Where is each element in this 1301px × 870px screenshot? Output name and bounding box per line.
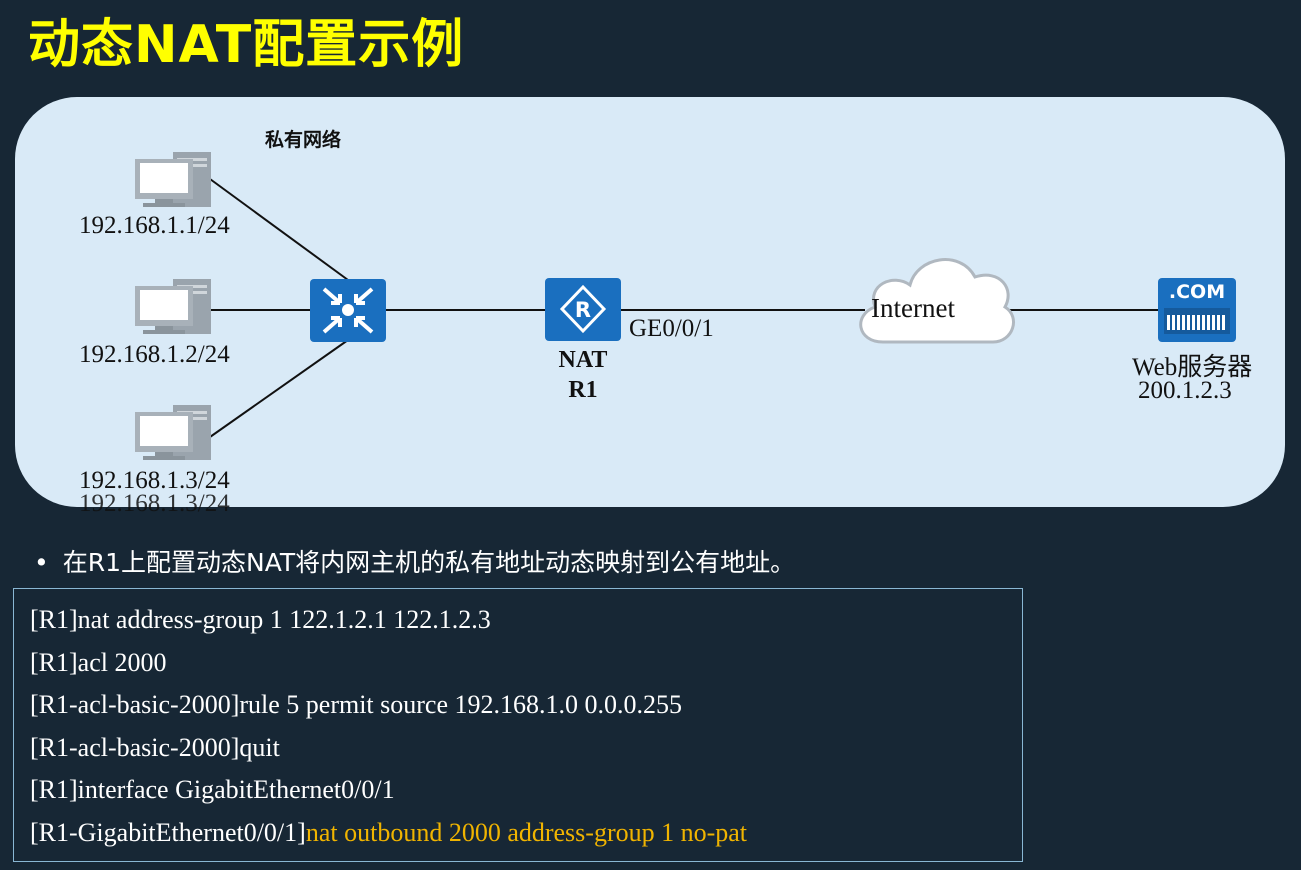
host-3-ip: 192.168.1.3/24 — [79, 467, 230, 494]
router-role-label: NAT — [558, 347, 608, 373]
svg-text:R: R — [575, 298, 591, 322]
cloud-icon — [859, 258, 1015, 344]
server-icon — [1158, 278, 1236, 342]
bullet-dot-icon: • — [34, 548, 49, 577]
cloud-label: Internet — [871, 293, 955, 323]
code-line: [R1]interface GigabitEthernet0/0/1 — [30, 775, 395, 805]
code-line: [R1-acl-basic-2000]quit — [30, 732, 280, 762]
router-name-label: R1 — [568, 377, 598, 403]
switch-icon — [310, 279, 386, 342]
link-host3-switch — [209, 339, 349, 438]
pc-icon — [135, 405, 211, 460]
code-highlight: nat outbound 2000 address-group 1 no-pat — [305, 817, 748, 847]
router-icon: R — [545, 278, 621, 341]
description-bullet: • 在R1上配置动态NAT将内网主机的私有地址动态映射到公有地址。 — [34, 543, 795, 579]
pc-icon — [135, 279, 211, 334]
server-name: Web服务器 — [1132, 354, 1253, 381]
network-diagram: R 私有网络 192.168.1.1/24 192.168.1.2/24 192… — [15, 97, 1285, 517]
interface-label: GE0/0/1 — [629, 315, 714, 342]
server-badge: .COM — [1168, 281, 1226, 303]
host-2-ip: 192.168.1.2/24 — [79, 341, 230, 368]
description-text: 在R1上配置动态NAT将内网主机的私有地址动态映射到公有地址。 — [62, 548, 796, 577]
code-line: [R1]acl 2000 — [30, 647, 167, 677]
host-1-ip: 192.168.1.1/24 — [79, 212, 230, 239]
private-network-label: 私有网络 — [265, 129, 342, 151]
page-title: 动态NAT配置示例 — [28, 15, 465, 75]
pc-icon — [135, 152, 211, 207]
code-prefix: [R1-GigabitEthernet0/0/1] — [30, 817, 306, 847]
code-line: [R1]nat address-group 1 122.1.2.1 122.1.… — [30, 605, 491, 634]
config-code-box: [R1]nat address-group 1 122.1.2.1 122.1.… — [13, 588, 1023, 862]
code-line-last: [R1-GigabitEthernet0/0/1]nat outbound 20… — [30, 818, 1022, 861]
topology-svg: R — [135, 152, 1236, 460]
host-3-ip-duplicate: 192.168.1.3/24 — [79, 490, 230, 517]
code-line: [R1-acl-basic-2000]rule 5 permit source … — [30, 690, 683, 720]
server-ip: 200.1.2.3 — [1138, 377, 1232, 404]
link-host1-switch — [209, 178, 349, 281]
